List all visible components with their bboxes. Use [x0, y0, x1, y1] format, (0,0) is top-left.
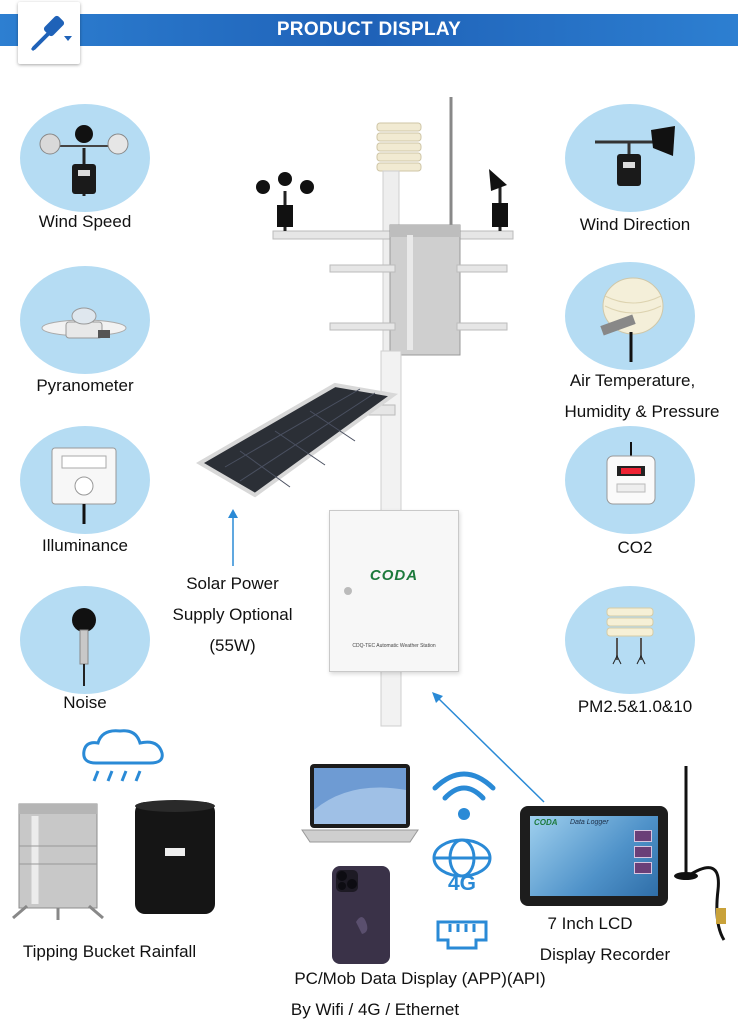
eyedropper-icon — [30, 15, 72, 52]
radiation-shield — [376, 122, 422, 172]
co2-circle — [565, 426, 695, 534]
air-temperature-label: Air Temperature, — [569, 371, 696, 390]
co2-label: CO2 — [617, 538, 653, 557]
wifi-icon — [432, 771, 496, 820]
laptop-icon — [301, 764, 419, 843]
wind-vane-icon — [595, 126, 675, 186]
illuminance-sensor-icon — [51, 447, 117, 524]
thermo-hygrometer-circle — [565, 262, 695, 370]
thermo-hygrometer-icon — [600, 277, 664, 362]
lcd-recorder-device: CODA Data Logger — [520, 806, 668, 906]
cabinet-caption: CDQ-TEC Automatic Weather Station — [352, 643, 436, 649]
noise-label: Noise — [63, 693, 107, 712]
4g-text: 4G — [447, 872, 476, 895]
tipping-bucket-gauges — [12, 800, 215, 920]
screen-button-3 — [634, 862, 652, 874]
pm-circle — [565, 586, 695, 694]
solar-panel — [196, 382, 399, 498]
recorder-label-line2: Display Recorder — [539, 945, 671, 964]
4g-network-icon: 4G — [430, 838, 494, 900]
screen-button-2 — [634, 846, 652, 858]
header-banner — [0, 14, 738, 46]
noise-sensor-icon — [72, 608, 96, 686]
screen-logo: CODA — [534, 818, 558, 827]
noise-circle — [20, 586, 150, 694]
cabinet-lock — [344, 587, 352, 595]
wind-direction-circle — [565, 104, 695, 212]
humidity-pressure-label: Humidity & Pressure — [564, 402, 720, 421]
antenna-icon — [674, 766, 726, 941]
recorder-arrow — [432, 692, 545, 803]
lcd-screen: CODA Data Logger — [530, 816, 658, 896]
pm-label: PM2.5&1.0&10 — [577, 697, 693, 716]
anemometer-icon — [39, 125, 129, 196]
solar-label-line2: Supply Optional — [172, 605, 293, 624]
pyranometer-icon — [41, 307, 127, 339]
wind-speed-circle — [20, 104, 150, 212]
banner-title: PRODUCT DISPLAY — [276, 19, 462, 40]
screen-title: Data Logger — [570, 819, 609, 826]
smartphone-icon — [332, 866, 390, 964]
control-cabinet: CODA CDQ-TEC Automatic Weather Station — [329, 510, 459, 672]
pyranometer-label: Pyranometer — [36, 376, 134, 395]
color-picker-button[interactable] — [18, 2, 80, 64]
screen-button-1 — [634, 830, 652, 842]
pyranometer-circle — [20, 266, 150, 374]
display-label-line2: By Wifi / 4G / Ethernet — [290, 1000, 460, 1019]
rain-cloud-icon — [82, 729, 164, 782]
rainfall-label: Tipping Bucket Rainfall — [22, 942, 197, 961]
wind-direction-label: Wind Direction — [579, 215, 691, 234]
illuminance-circle — [20, 426, 150, 534]
solar-arrow — [228, 509, 238, 566]
solar-label-line1: Solar Power — [186, 574, 279, 593]
cabinet-logo: CODA — [369, 567, 419, 584]
display-label-line1: PC/Mob Data Display (APP)(API) — [294, 969, 546, 988]
solar-label-line3: (55W) — [209, 636, 256, 655]
recorder-label-line1: 7 Inch LCD — [547, 914, 633, 933]
co2-sensor-icon — [606, 442, 656, 505]
illuminance-label: Illuminance — [42, 536, 128, 555]
pm-sensor-icon — [606, 607, 654, 665]
wind-speed-label: Wind Speed — [38, 212, 132, 231]
ethernet-icon — [436, 920, 488, 950]
